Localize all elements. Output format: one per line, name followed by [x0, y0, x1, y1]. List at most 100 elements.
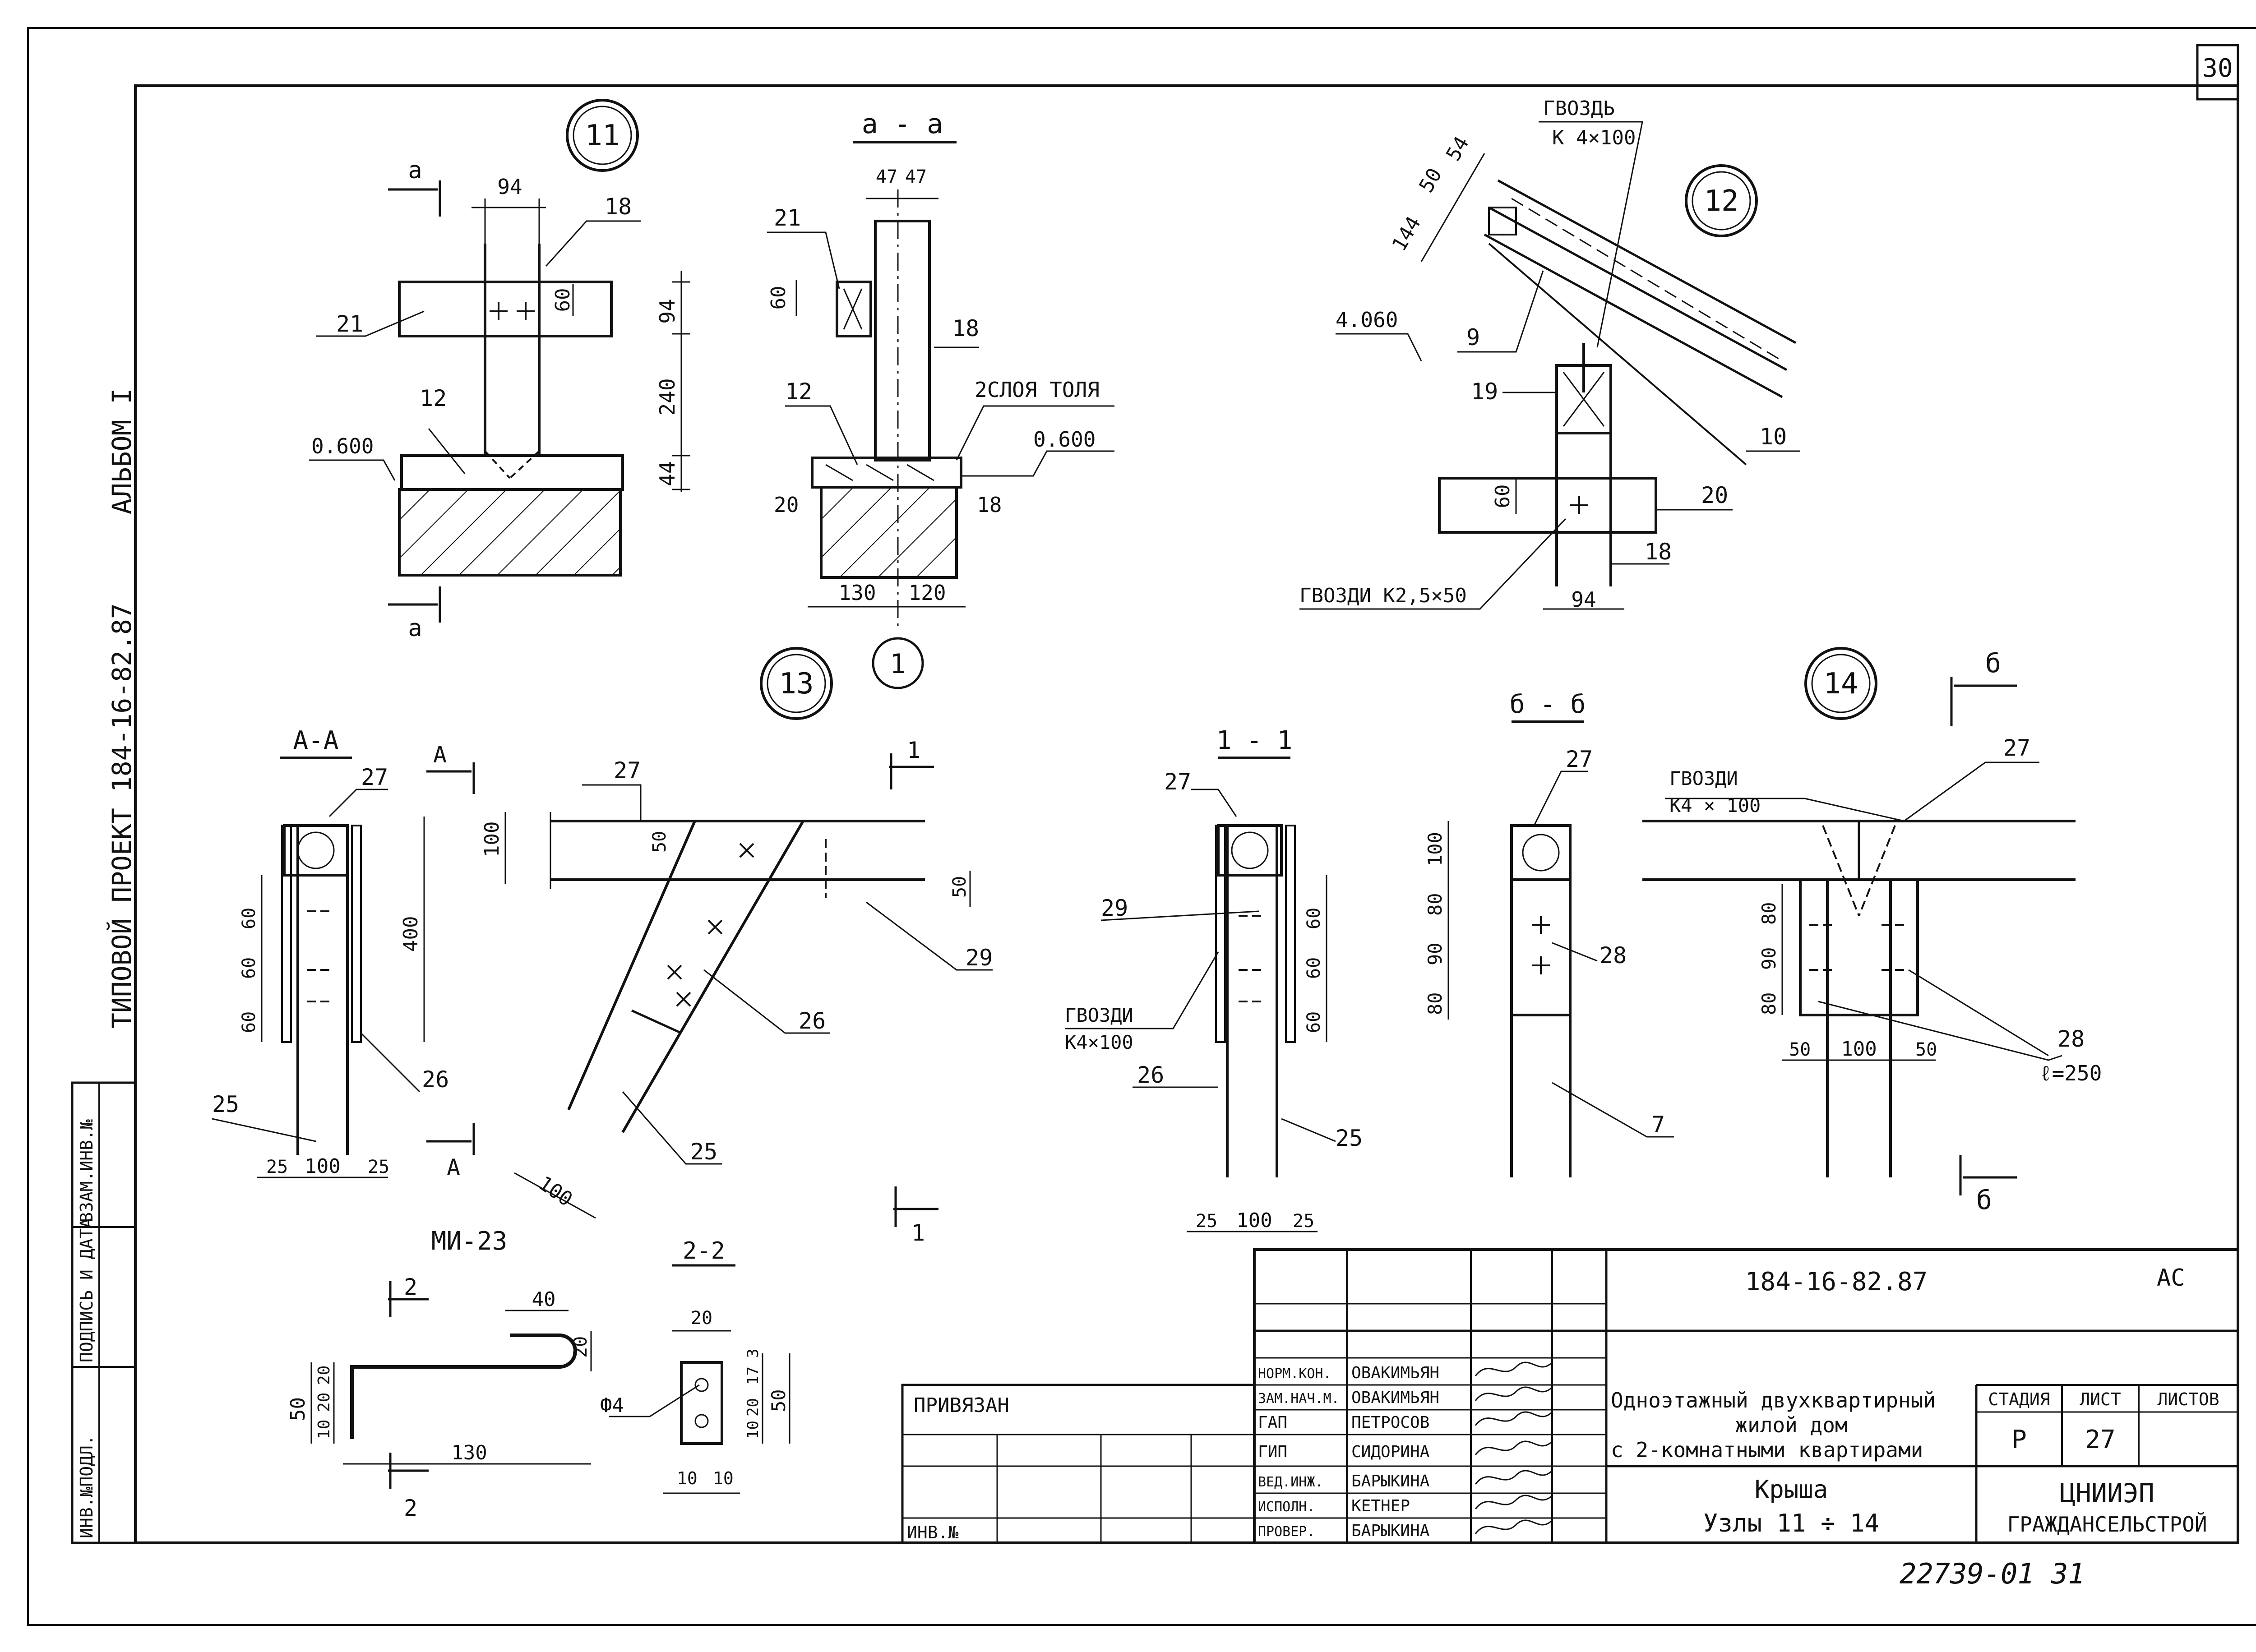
stamp-podpis-data: ПОДПИСЬ И ДАТА: [77, 1218, 97, 1362]
marker-13: 13: [779, 667, 814, 701]
d14-dims-bb-0: 100: [1424, 832, 1446, 866]
mi-title-22: 2-2: [683, 1237, 725, 1264]
aa-dim-47b: 47: [905, 166, 927, 187]
tb-mark: АС: [2157, 1264, 2185, 1292]
d14-pos-28: 28: [1600, 942, 1627, 969]
d13-dim-100d: 100: [534, 1172, 577, 1211]
aa-dim-47a: 47: [876, 166, 897, 187]
d14-pos-28b: 28: [2057, 1026, 2085, 1052]
d14-cut-b-top: б: [1985, 648, 2001, 678]
d13-dim-25c: 25: [1196, 1211, 1217, 1232]
d13-pos-25c: 25: [1336, 1125, 1363, 1151]
d14-pos-27: 27: [1566, 746, 1593, 772]
marker-12: 12: [1704, 185, 1738, 218]
d13-cut-1-bottom: 1: [911, 1220, 925, 1246]
svg-text:60: 60: [239, 908, 259, 929]
d11-level: 0.600: [311, 434, 374, 458]
tb-role-5: ИСПОЛН.: [1258, 1499, 1315, 1515]
tb-org-2: ГРАЖДАНСЕЛЬСТРОЙ: [2007, 1512, 2207, 1537]
d14-dim-50b: 50: [1915, 1039, 1937, 1060]
detail-13: 13 А-А 60 60 60 400 27 25 26 25 100 25 А…: [212, 647, 1363, 1256]
d13-mi-title: МИ-23: [431, 1227, 508, 1256]
album-vertical: АЛЬБОМ I: [106, 388, 137, 514]
d12-pos-10: 10: [1760, 424, 1787, 450]
d13-dim-100v: 100: [481, 821, 504, 857]
svg-text:60: 60: [1304, 908, 1324, 929]
tb-role-2: ГАП: [1258, 1413, 1287, 1432]
d13-pos-25b: 25: [690, 1139, 717, 1165]
d13-title-11: 1 - 1: [1216, 726, 1293, 755]
d13-pos-26c: 26: [1137, 1062, 1164, 1088]
tb-role-4: ВЕД.ИНЖ.: [1258, 1474, 1323, 1490]
aa-pos-18b: 18: [977, 493, 1002, 517]
mi-dims-v-1: 20: [315, 1393, 333, 1412]
mi-dim-130: 130: [451, 1441, 487, 1464]
mi-dims-v2-1: 3: [744, 1349, 762, 1358]
d11-dim-94: 94: [497, 175, 522, 199]
mi-dim-50b: 50: [767, 1389, 790, 1412]
d13-dim-50b: 50: [949, 876, 970, 898]
d14-dims-bb-3: 80: [1424, 992, 1446, 1015]
d11-dim-60: 60: [551, 288, 574, 312]
d14-dims-bb-2: 90: [1424, 942, 1446, 965]
tb-inv-no: ИНВ.№: [907, 1523, 959, 1542]
d13-cut-1-top: 1: [907, 737, 920, 763]
d14-nails-title: ГВОЗДИ: [1669, 767, 1738, 789]
aa-layers: 2СЛОЯ ТОЛЯ: [975, 378, 1100, 402]
d13-nails-title: ГВОЗДИ: [1065, 1004, 1133, 1026]
tb-sheet-label: ЛИСТ: [2080, 1389, 2121, 1409]
left-stamp-strip: ВЗАМ.ИНВ.№ ПОДПИСЬ И ДАТА ИНВ.№ПОДЛ.: [71, 1081, 137, 1544]
d14-dims-14-0: 80: [1758, 902, 1780, 925]
marker-11: 11: [585, 119, 619, 152]
d13-dim-100: 100: [305, 1155, 340, 1178]
mi-cut-2-bottom: 2: [404, 1495, 417, 1521]
d11-pos-18: 18: [605, 194, 632, 220]
tb-sheets-label: ЛИСТОВ: [2157, 1389, 2219, 1409]
d12-dim-60: 60: [1491, 485, 1514, 508]
d14-cut-b-bottom: б: [1976, 1185, 1992, 1215]
d14-nails-size: К4 × 100: [1669, 794, 1761, 817]
tb-subject-1: Крыша: [1755, 1475, 1828, 1504]
tb-project-3: с 2-комнатными квартирами: [1611, 1438, 1923, 1462]
d13-dim-25b: 25: [368, 1157, 389, 1177]
tb-sheet: 27: [2085, 1425, 2115, 1454]
outer-border: [27, 27, 2256, 1626]
aa-axis: 1: [890, 648, 906, 680]
d12-dim-94: 94: [1571, 587, 1596, 612]
stamp-vzam-inv: ВЗАМ.ИНВ.№: [77, 1119, 97, 1223]
mi-dim-10b: 10: [713, 1468, 734, 1488]
tb-name-4: БАРЫКИНА: [1351, 1472, 1430, 1490]
d13-nails-size: К4×100: [1065, 1031, 1133, 1053]
handwritten-number: 22739-01 31: [1900, 1557, 2085, 1590]
d13-cut-A-top: А: [433, 742, 447, 768]
d13-dims-left: 60: [239, 1011, 259, 1033]
tb-role-6: ПРОВЕР.: [1258, 1524, 1315, 1540]
mi-dims-v2-3: 10: [744, 1421, 762, 1439]
aa-level: 0.600: [1033, 427, 1096, 452]
d13-title-aa: А-А: [293, 726, 338, 755]
mi-dim-20: 20: [570, 1336, 591, 1358]
d13-cut-A-bottom: А: [447, 1154, 460, 1181]
aa-pos-21: 21: [774, 205, 801, 231]
mi-23-detail: 2 2 40 20 50 10 20 20 130 2-2 20 10 20 1…: [287, 1237, 791, 1521]
signatures: [1475, 1361, 1553, 1534]
d13-pos-27b: 27: [614, 757, 641, 784]
d13-dim-50a: 50: [649, 831, 670, 853]
project-code-vertical: ТИПОВОЙ ПРОЕКТ 184-16-82.87: [106, 603, 137, 1029]
tb-role-1: ЗАМ.НАЧ.М.: [1258, 1391, 1340, 1407]
tb-stage: Р: [2011, 1425, 2027, 1454]
mi-dims-v2-0: 17: [744, 1366, 762, 1385]
d14-dim-100: 100: [1841, 1038, 1877, 1061]
d12-pos-19: 19: [1471, 378, 1498, 405]
mi-dims-v2-2: 20: [744, 1398, 762, 1417]
d14-length: ℓ=250: [2039, 1061, 2102, 1085]
tb-project-2: жилой дом: [1735, 1413, 1847, 1437]
d11-dim-44: 44: [655, 461, 680, 486]
d12-nail-title: ГВОЗДЬ: [1543, 97, 1615, 120]
d12-pos-9: 9: [1466, 324, 1480, 351]
aa-pos-20: 20: [774, 493, 799, 517]
tb-name-1: ОВАКИМЬЯН: [1351, 1389, 1439, 1407]
d11-section-bottom: а: [408, 615, 422, 642]
d11-section-top: а: [408, 157, 422, 184]
d13-pos-26b: 26: [799, 1008, 826, 1034]
